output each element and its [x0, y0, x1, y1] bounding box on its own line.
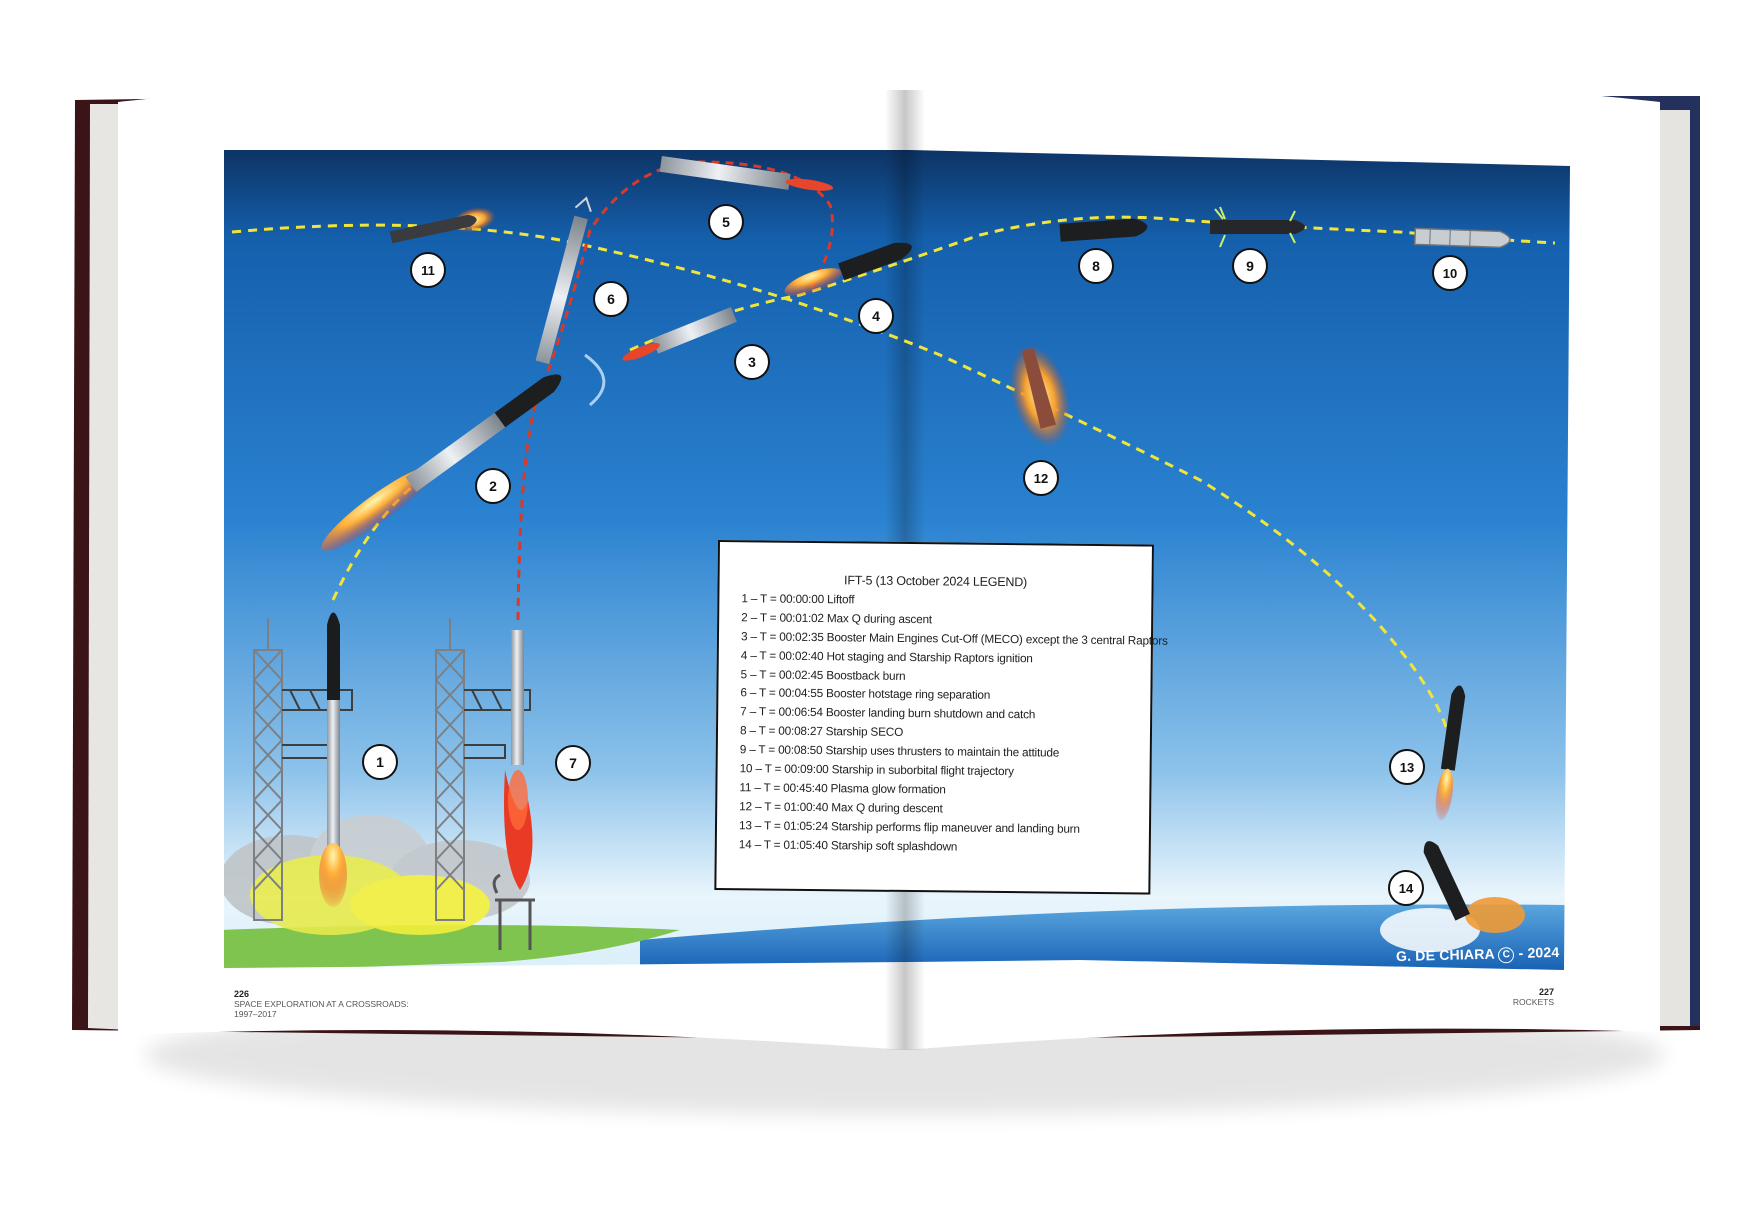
step-marker-circle: [555, 745, 591, 781]
launch-tower-1: [253, 618, 353, 921]
legend-title: IFT-5 (13 October 2024 LEGEND): [844, 573, 1028, 590]
step-marker-label: 5: [722, 214, 730, 230]
step-marker-9: 9: [1232, 248, 1268, 284]
step-marker-label: 3: [748, 354, 756, 370]
step-marker-circle: [1078, 248, 1114, 284]
running-head-right: ROCKETS: [1512, 997, 1554, 1007]
step-marker-label: 6: [607, 291, 615, 307]
plasma-glow-ship: [389, 207, 496, 244]
thruster-ship: [1210, 206, 1305, 248]
step-marker-14: 14: [1388, 870, 1424, 906]
step-marker-label: 12: [1034, 471, 1048, 486]
booster-landing: [504, 630, 533, 890]
running-head-left-2: 1997–2017: [234, 1009, 277, 1019]
credit-year: - 2024: [1518, 943, 1560, 961]
step-marker-1: 1: [362, 744, 398, 780]
splashdown-ship: [1423, 841, 1470, 921]
booster-catch-stand: [492, 873, 535, 950]
flip-landing-ship: [1435, 685, 1466, 821]
step-marker-circle: [1432, 255, 1468, 291]
page-number-left: 226: [234, 989, 250, 999]
step-marker-label: 9: [1246, 258, 1254, 274]
maxq-descent-ship: [1009, 344, 1071, 447]
step-marker-3: 3: [734, 344, 770, 380]
step-marker-circle: [734, 344, 770, 380]
step-marker-label: 2: [489, 478, 497, 494]
step-marker-6: 6: [593, 281, 629, 317]
step-marker-10: 10: [1432, 255, 1468, 291]
legend-item: 14 – T = 01:05:40 Starship soft splashdo…: [738, 836, 958, 854]
step-marker-circle: [858, 298, 894, 334]
credit-name: G. DE CHIARA: [1395, 945, 1495, 965]
step-marker-2: 2: [475, 468, 511, 504]
step-marker-circle: [1388, 870, 1424, 906]
step-marker-label: 13: [1400, 760, 1414, 775]
hotstage-separation: [535, 196, 592, 365]
suborbital-ship: [1413, 227, 1511, 249]
ocean: [640, 904, 1570, 970]
step-marker-circle: [1023, 460, 1059, 496]
seco-ship: [1059, 218, 1148, 242]
step-marker-circle: [475, 468, 511, 504]
page-number-right: 227: [1538, 987, 1554, 997]
ascent-stack: [321, 374, 562, 551]
step-marker-label: 1: [376, 754, 384, 770]
step-marker-13: 13: [1389, 749, 1425, 785]
reentry-trajectory: [231, 223, 1452, 741]
step-marker-circle: [410, 252, 446, 288]
step-marker-label: 8: [1092, 258, 1100, 274]
folio-right: 227 ROCKETS: [1500, 987, 1554, 1007]
step-marker-5: 5: [708, 204, 744, 240]
step-marker-circle: [1232, 248, 1268, 284]
orbit-trajectory: [629, 215, 1556, 352]
legend-list: 1 – T = 00:00:00 Liftoff 2 – T = 00:01:0…: [739, 589, 1168, 858]
step-marker-label: 11: [421, 263, 435, 278]
meco-booster: [622, 306, 737, 361]
step-marker-circle: [1389, 749, 1425, 785]
hot-staging: [784, 242, 912, 297]
boostback-booster: [659, 155, 834, 191]
copyright-symbol: C: [1498, 947, 1515, 964]
launch-tower-2: [435, 618, 531, 921]
legend-box: IFT-5 (13 October 2024 LEGEND) 1 – T = 0…: [714, 540, 1168, 895]
step-marker-label: 4: [872, 308, 880, 324]
booster-return-path: [516, 160, 834, 621]
starship-on-pad: [319, 612, 347, 907]
step-marker-7: 7: [555, 745, 591, 781]
shoreline: [224, 925, 680, 970]
shock-cone: [584, 353, 606, 407]
folio-left: 226 SPACE EXPLORATION AT A CROSSROADS: 1…: [234, 989, 409, 1019]
step-marker-label: 14: [1399, 881, 1414, 896]
step-marker-label: 10: [1443, 266, 1457, 281]
step-marker-label: 7: [569, 755, 577, 771]
step-marker-11: 11: [410, 252, 446, 288]
step-marker-4: 4: [858, 298, 894, 334]
splash-fire: [1465, 897, 1525, 933]
step-marker-circle: [362, 744, 398, 780]
running-head-left-1: SPACE EXPLORATION AT A CROSSROADS:: [234, 999, 409, 1009]
step-marker-circle: [708, 204, 744, 240]
step-marker-circle: [593, 281, 629, 317]
step-marker-8: 8: [1078, 248, 1114, 284]
step-marker-12: 12: [1023, 460, 1059, 496]
